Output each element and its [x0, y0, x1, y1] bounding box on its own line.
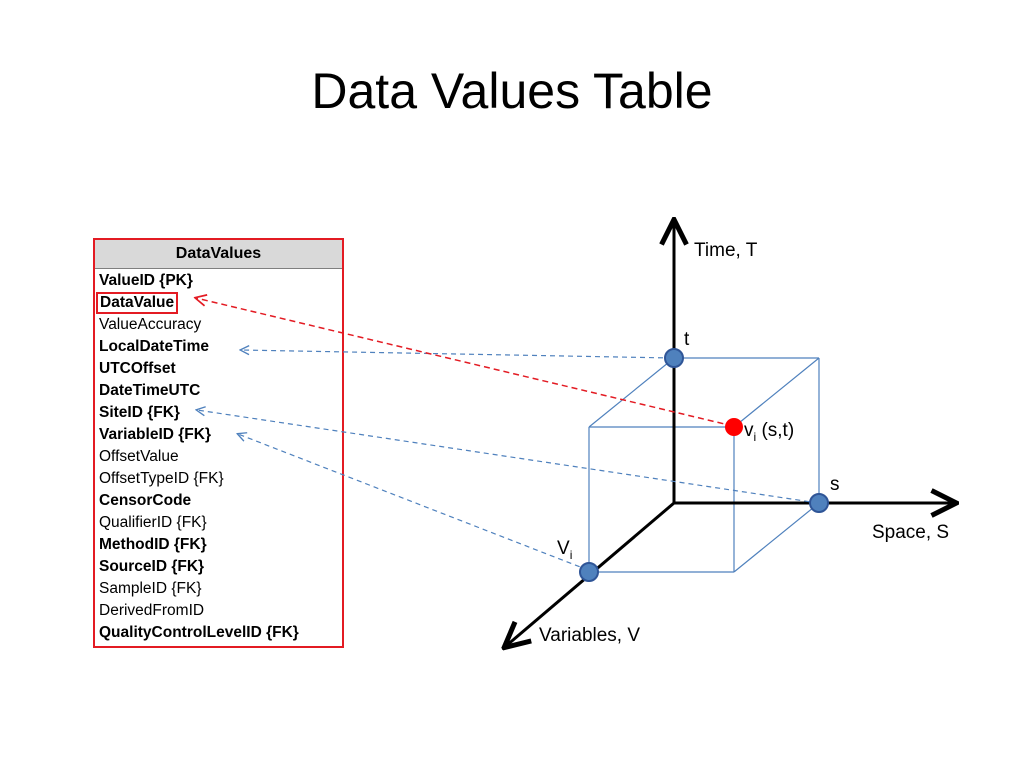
t-point-label: t: [684, 329, 690, 350]
table-header: DataValues: [95, 240, 342, 269]
cube-edge: [733, 502, 820, 573]
field-derivedfromid: DerivedFromID: [99, 602, 205, 619]
s-point-label: s: [830, 474, 840, 495]
connector-value-datavalue: [196, 298, 734, 427]
field-sourceid: SourceID {FK}: [99, 558, 205, 575]
value-point-label-base: v: [744, 420, 754, 441]
value-point-label-args: (s,t): [756, 420, 795, 441]
point-t: [664, 348, 684, 368]
field-datetimeutc: DateTimeUTC: [99, 382, 201, 399]
field-qualitycontrollevelid: QualityControlLevelID {FK}: [99, 624, 299, 641]
point-s: [809, 493, 829, 513]
cube-outline: [588, 357, 820, 573]
value-point-label-sub: i: [753, 429, 757, 444]
field-variableid: VariableID {FK}: [99, 426, 211, 443]
field-censorcode: CensorCode: [99, 492, 192, 509]
field-offsetvalue: OffsetValue: [99, 448, 179, 465]
field-methodid: MethodID {FK}: [99, 536, 207, 553]
page-title: Data Values Table: [311, 63, 713, 119]
datavalues-table: DataValues ValueID {PK} DataValue ValueA…: [93, 238, 344, 648]
cube-edge: [733, 357, 820, 428]
value-point-label: vi (s,t): [744, 420, 794, 444]
field-valueid: ValueID {PK}: [99, 272, 193, 289]
time-axis-label: Time, T: [694, 240, 758, 261]
field-utcoffset: UTCOffset: [99, 360, 176, 377]
field-offsettypeid: OffsetTypeID {FK}: [99, 470, 224, 487]
field-sampleid: SampleID {FK}: [99, 580, 202, 597]
field-localdatetime: LocalDateTime: [99, 338, 209, 355]
cube-edge: [588, 357, 675, 428]
point-v: [579, 562, 599, 582]
v-point-label: Vi: [557, 538, 572, 562]
connector-t-localdatetime: [241, 350, 673, 359]
field-siteid: SiteID {FK}: [99, 404, 180, 421]
connector-s-siteid: [197, 410, 819, 504]
field-datavalue: DataValue: [96, 292, 179, 314]
field-valueaccuracy: ValueAccuracy: [99, 316, 202, 333]
v-point-label-sub: i: [569, 547, 573, 562]
v-point-label-base: V: [557, 538, 570, 559]
connector-v-variableid: [238, 434, 589, 571]
variables-axis-label: Variables, V: [539, 625, 641, 646]
point-value: [725, 418, 743, 436]
space-axis-label: Space, S: [872, 522, 950, 543]
field-qualifierid: QualifierID {FK}: [99, 514, 207, 531]
